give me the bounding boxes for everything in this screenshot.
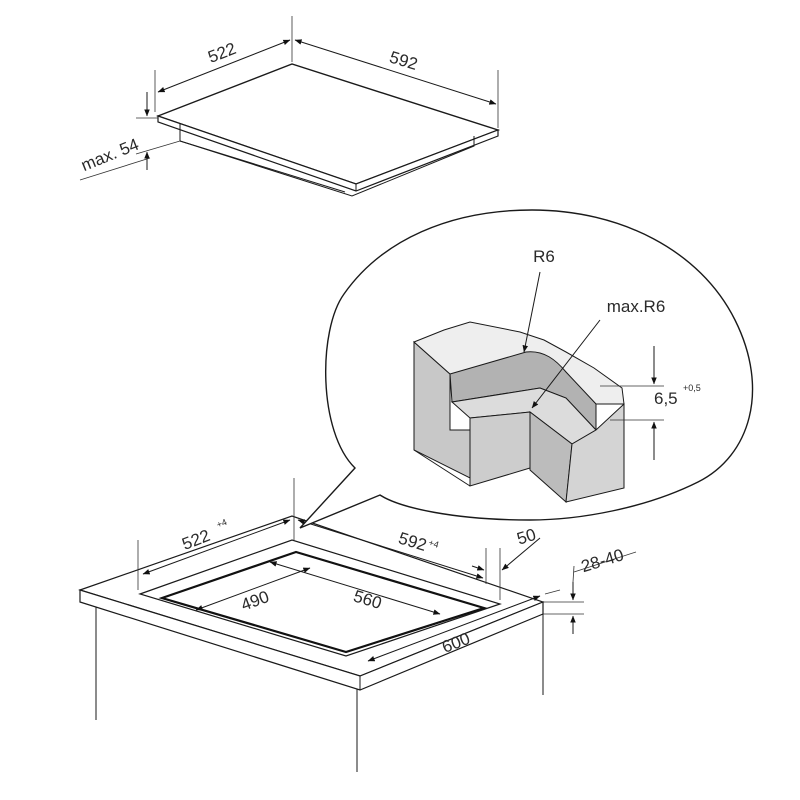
detail-dimensions: R6 max.R6 6,5 +0,5 <box>522 247 701 460</box>
appliance-length-label: 592 <box>387 48 420 74</box>
radius-arrow <box>522 271 541 353</box>
max-radius-label: max.R6 <box>607 297 666 316</box>
worktop-thickness-label: 28-40 <box>579 545 626 576</box>
cutout-length-tolerance: +4 <box>427 537 440 550</box>
hob-appliance-drawing <box>155 63 501 197</box>
cutout-length-label: 592 <box>396 529 429 555</box>
cutout-length-dimension-line <box>297 519 484 579</box>
step-depth-tolerance: +0,5 <box>683 383 701 393</box>
recess-back-wall <box>449 351 597 432</box>
appliance-height-label: max. 54 <box>78 135 141 175</box>
rear-gap-label: 50 <box>515 525 539 549</box>
cutout-width-tolerance: +4 <box>215 517 228 530</box>
max-radius-arrow <box>531 319 601 409</box>
cutout-width-dimension-line <box>142 519 291 575</box>
block-right-face <box>565 402 625 503</box>
width-dimension-line <box>157 39 291 93</box>
worktop-depth-dimension-line <box>367 595 541 662</box>
step-depth-label: 6,5 <box>654 389 678 408</box>
corner-detail-block <box>413 321 625 504</box>
hob-glass-top <box>155 63 501 185</box>
length-dimension-line <box>294 39 497 105</box>
radius-label: R6 <box>533 247 555 266</box>
